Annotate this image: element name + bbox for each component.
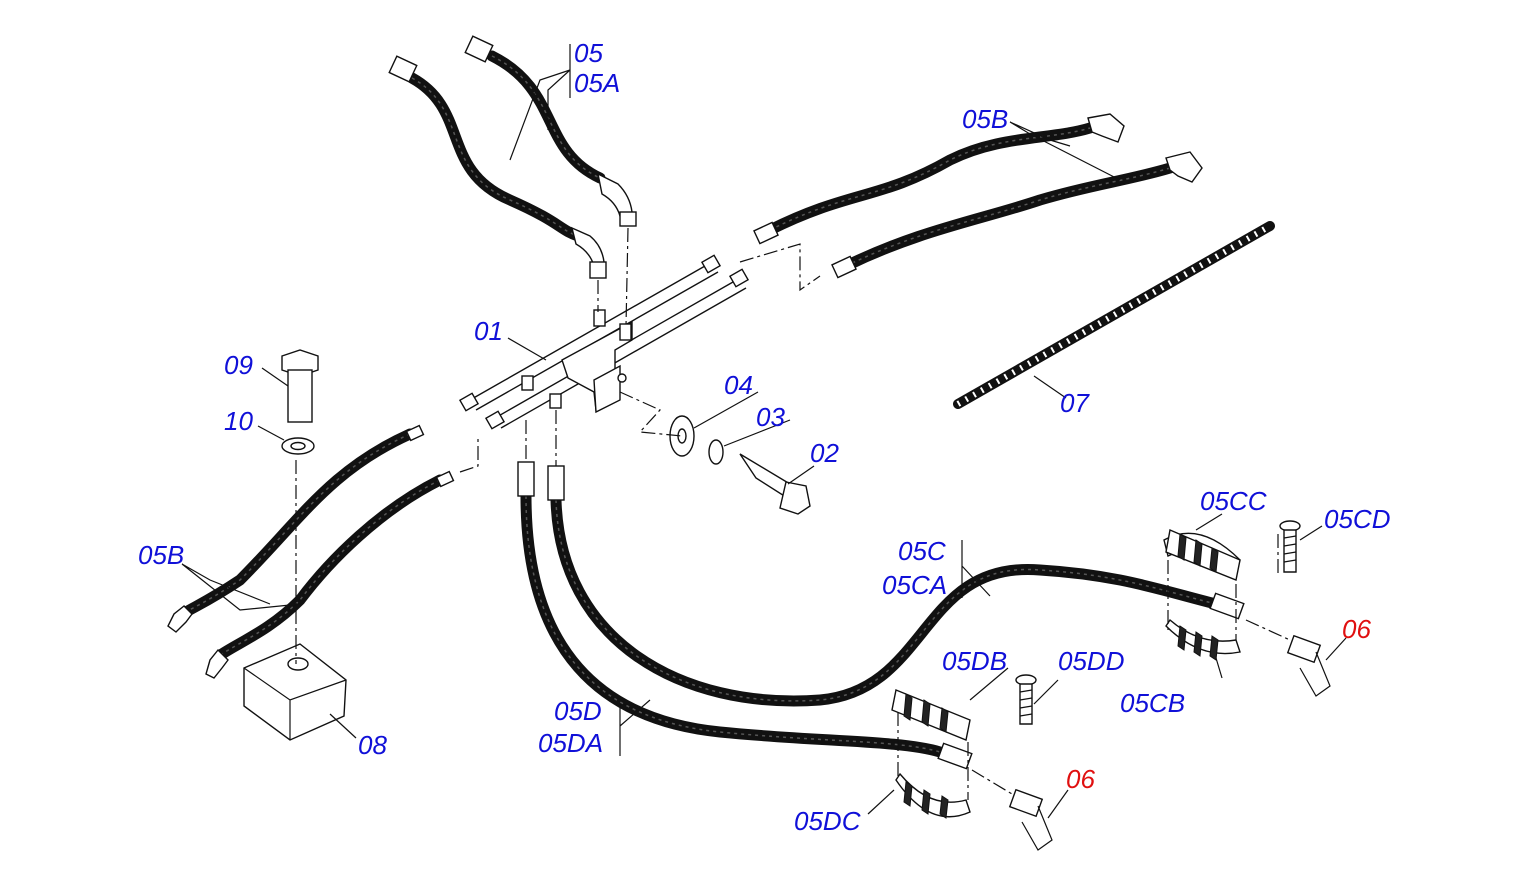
callout-05B-left: 05B <box>138 540 184 570</box>
callout-05C: 05C <box>898 536 946 566</box>
callout-05B-top: 05B <box>962 104 1008 134</box>
dust-caps-06 <box>971 619 1331 851</box>
callout-10: 10 <box>224 406 253 436</box>
callout-05CB: 05CB <box>1120 688 1185 718</box>
callout-06-lower: 06 <box>1066 764 1095 794</box>
hose-05-05A <box>388 35 637 327</box>
callout-05CC: 05CC <box>1200 486 1267 516</box>
callout-05DB: 05DB <box>942 646 1007 676</box>
hose-05B-upper <box>739 113 1203 292</box>
callout-05DA: 05DA <box>538 728 603 758</box>
screws <box>1015 520 1301 725</box>
hose-05B-lower <box>167 424 479 679</box>
callout-08: 08 <box>358 730 387 760</box>
callout-09: 09 <box>224 350 253 380</box>
callout-05DC: 05DC <box>794 806 861 836</box>
callout-07: 07 <box>1060 388 1090 418</box>
callout-03: 03 <box>756 402 785 432</box>
callout-06-upper: 06 <box>1342 614 1371 644</box>
tube-assembly <box>458 254 750 430</box>
clamp-block-08 <box>243 460 347 741</box>
callout-labels: 05 05A 05B 01 09 10 04 03 02 07 05B 05CC… <box>138 38 1390 836</box>
callout-05CD: 05CD <box>1324 504 1390 534</box>
callout-04: 04 <box>724 370 753 400</box>
callout-02: 02 <box>810 438 839 468</box>
bolt-02-washers <box>619 391 811 515</box>
hose-guards <box>891 529 1241 819</box>
spiral-guard-07 <box>953 221 1275 409</box>
callout-05: 05 <box>574 38 603 68</box>
bolt-09-washer-10 <box>281 349 319 455</box>
callout-05A: 05A <box>574 68 620 98</box>
hose-05C-05D <box>517 410 1245 770</box>
callout-05D: 05D <box>554 696 602 726</box>
callout-01: 01 <box>474 316 503 346</box>
leader-lines <box>181 44 1347 819</box>
callout-05DD: 05DD <box>1058 646 1124 676</box>
callout-05CA: 05CA <box>882 570 947 600</box>
